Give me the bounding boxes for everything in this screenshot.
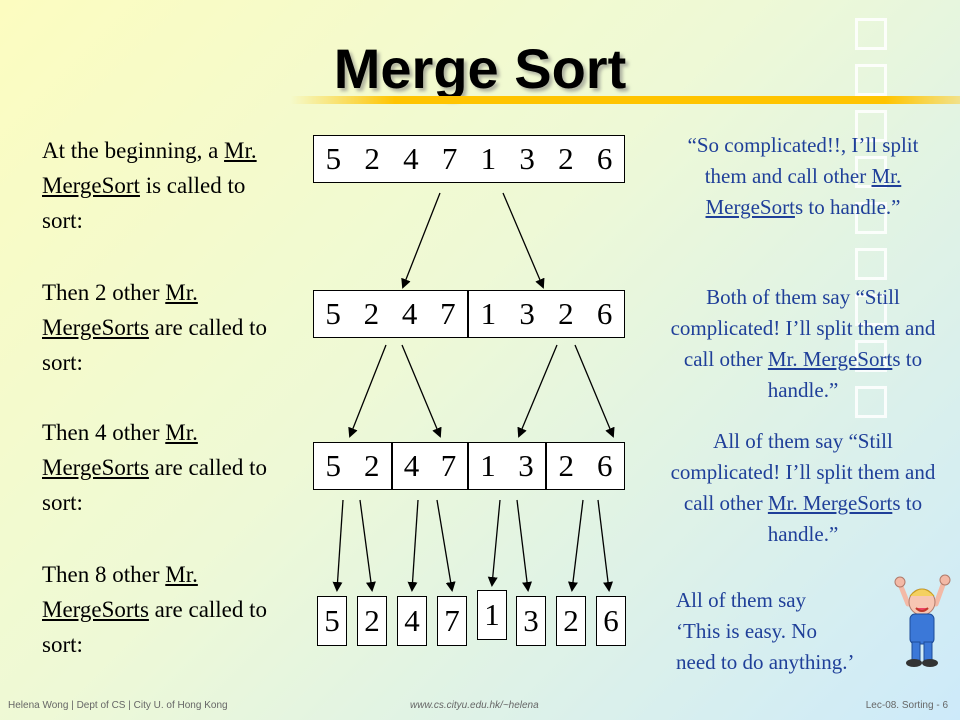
array-level-3-cell: 6 [596, 596, 626, 646]
cheering-kid-icon [894, 574, 951, 667]
left-text-4: Then 8 other Mr. MergeSorts are called t… [42, 562, 268, 657]
note-1: “So complicated!!, I’ll split them and c… [687, 133, 919, 219]
title-underline-bar [290, 96, 960, 104]
footer-left: Helena Wong | Dept of CS | City U. of Ho… [8, 700, 228, 711]
left-text-3: Then 4 other Mr. MergeSorts are called t… [42, 420, 268, 515]
note-2: Both of them say “Still complicated! I’l… [670, 285, 936, 402]
array-level-3-cell: 5 [317, 596, 347, 646]
note-3: All of them say “Still complicated! I’ll… [670, 429, 936, 546]
footer-right: Lec-08. Sorting - 6 [865, 700, 948, 711]
array-level-3-cell: 7 [437, 596, 467, 646]
decorative-squares [855, 18, 891, 432]
left-text-2: Then 2 other Mr. MergeSorts are called t… [42, 280, 268, 375]
array-level-3-cell: 3 [516, 596, 546, 646]
slide-title: Merge Sort [333, 37, 627, 100]
array-level-3-cell: 1 [477, 590, 507, 640]
array-level-3-cell: 4 [397, 596, 427, 646]
note-4: All of them say ‘This is easy. No need t… [676, 588, 855, 674]
footer-center: www.cs.cityu.edu.hk/~helena [410, 700, 539, 711]
left-text-1: At the beginning, a Mr. MergeSort is cal… [42, 138, 257, 233]
array-level-3-cell: 2 [357, 596, 387, 646]
array-level-3-cell: 2 [556, 596, 586, 646]
